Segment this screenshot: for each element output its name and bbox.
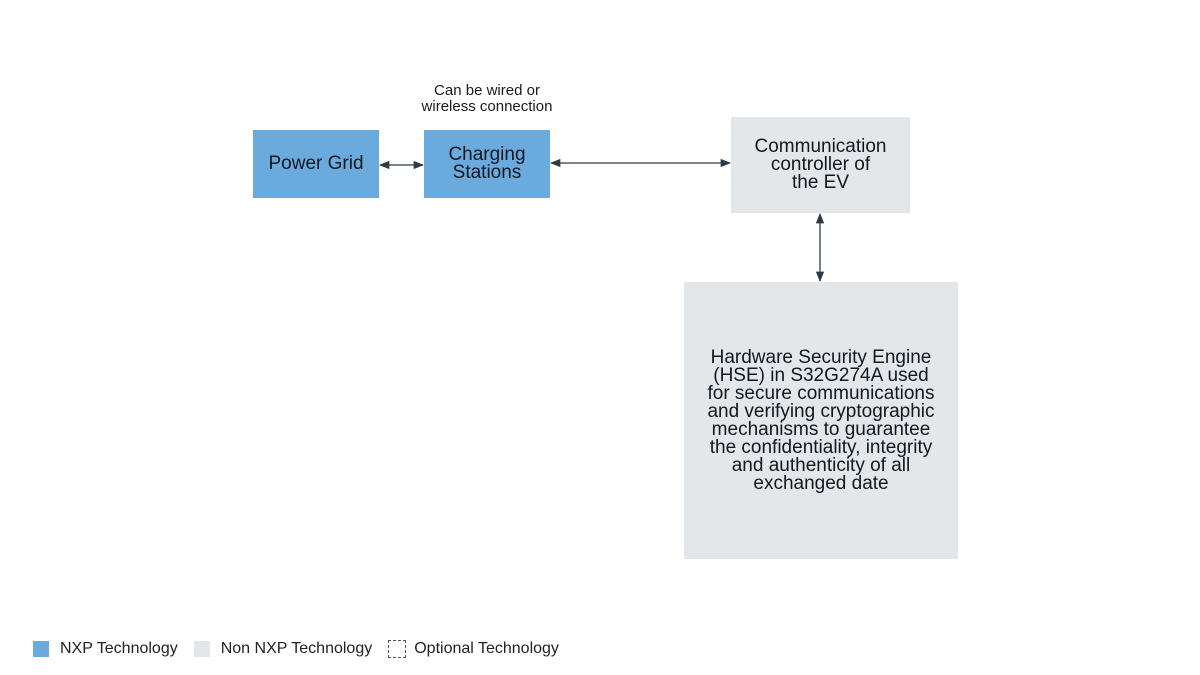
non-nxp-swatch bbox=[193, 641, 210, 657]
nxp-swatch bbox=[33, 641, 49, 657]
legend: NXP Technology Non NXP Technology Option… bbox=[33, 640, 575, 658]
legend-item-optional: Optional Technology bbox=[388, 640, 559, 658]
legend-non-nxp-label: Non NXP Technology bbox=[220, 640, 373, 657]
communication-controller-label: Communication controller of the EV bbox=[754, 136, 887, 193]
legend-nxp-label: NXP Technology bbox=[60, 640, 178, 657]
connection-note: Can be wired or wireless connection bbox=[421, 82, 553, 115]
legend-optional-label: Optional Technology bbox=[414, 640, 559, 657]
hse-label: Hardware Security Engine (HSE) in S32G27… bbox=[707, 346, 935, 494]
optional-swatch bbox=[388, 640, 407, 658]
hse-node[interactable]: Hardware Security Engine (HSE) in S32G27… bbox=[684, 282, 958, 559]
charging-stations-label: Charging Stations bbox=[448, 144, 526, 183]
charging-stations-node[interactable]: Charging Stations bbox=[424, 130, 550, 198]
communication-controller-node[interactable]: Communication controller of the EV bbox=[731, 117, 910, 213]
legend-item-nxp: NXP Technology bbox=[33, 640, 178, 658]
power-grid-node[interactable]: Power Grid bbox=[253, 130, 379, 198]
legend-item-non-nxp: Non NXP Technology bbox=[193, 640, 373, 658]
power-grid-label: Power Grid bbox=[268, 153, 364, 174]
